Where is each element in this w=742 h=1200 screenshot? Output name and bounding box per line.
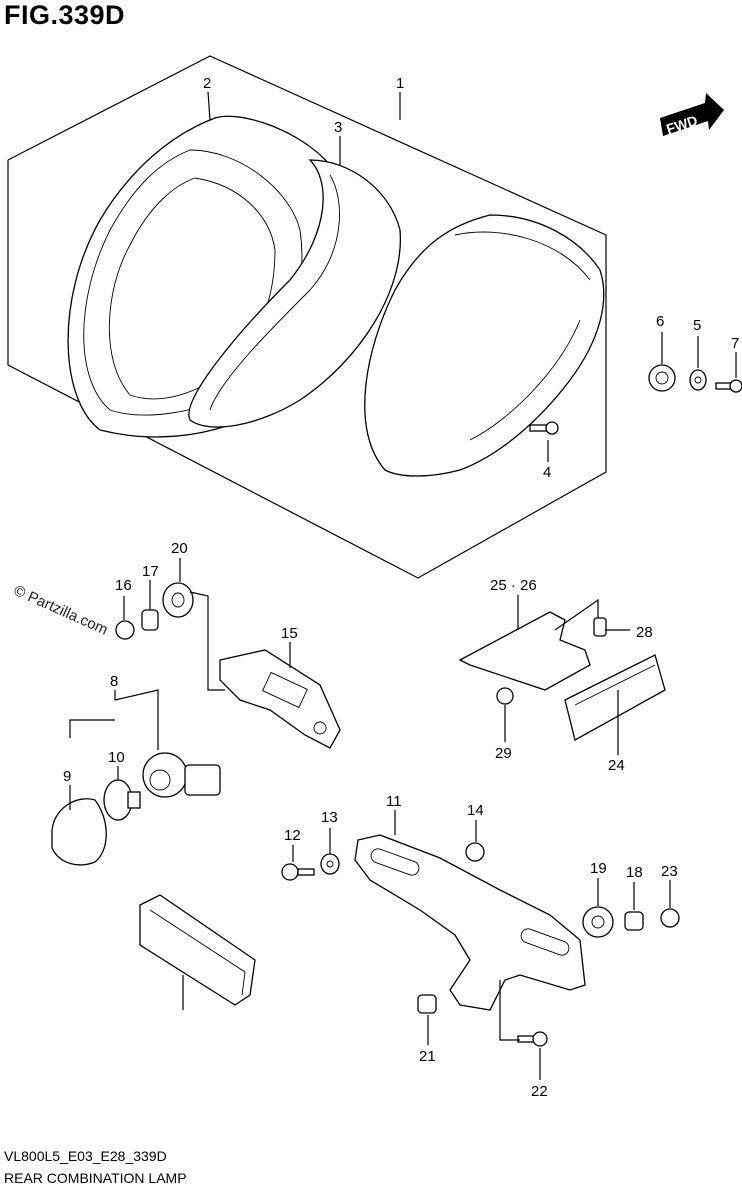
grommet-6-part	[648, 364, 676, 392]
callout-21: 21	[419, 1048, 436, 1065]
bolt-12-part	[281, 863, 315, 881]
callout-22: 22	[531, 1083, 548, 1100]
bracket-25-26-part	[458, 611, 591, 691]
callout-7: 7	[731, 335, 739, 352]
collar-17-part	[141, 609, 159, 631]
callout-17: 17	[142, 563, 159, 580]
callout-3: 3	[334, 119, 342, 136]
screw-7-part	[715, 379, 742, 393]
grommet-20-part	[162, 582, 194, 618]
callout-12: 12	[284, 827, 301, 844]
screw-27-part	[593, 617, 607, 637]
callout-4: 4	[543, 464, 551, 481]
reflector-29-part	[139, 894, 256, 1006]
socket-8-part	[142, 752, 221, 798]
callout-14: 14	[467, 802, 484, 819]
callout-9: 9	[63, 768, 71, 785]
lamp-housing-part	[364, 214, 605, 477]
washer-13-part	[320, 853, 340, 875]
nut-28-part	[496, 687, 514, 705]
assembly-outline	[7, 55, 607, 579]
fwd-arrow-icon: FWD	[660, 93, 724, 137]
bracket-11-part	[354, 834, 586, 1011]
leader-lines	[69, 91, 737, 1080]
callout-2: 2	[203, 75, 211, 92]
bracket-15-part	[219, 649, 341, 749]
grommet-19-part	[582, 906, 614, 938]
nut-21-part	[417, 994, 437, 1014]
callout-11: 11	[386, 793, 402, 810]
callout-numbers: 2 1 3 4 6 5 7 16 17 20 15 8 9 10 11 12 1…	[63, 75, 739, 1100]
callout-24: 24	[608, 757, 625, 774]
reflector-24-part	[564, 654, 666, 741]
callout-15: 15	[281, 625, 298, 642]
callout-25-26: 25 · 26	[490, 577, 537, 594]
callout-10: 10	[108, 749, 125, 766]
gasket-part	[188, 159, 401, 428]
callout-20: 20	[171, 540, 188, 557]
nut-16-part	[115, 620, 135, 640]
callout-27: 28	[636, 624, 653, 641]
callout-19: 19	[590, 860, 607, 877]
collar-18-part	[624, 911, 644, 931]
bulb-10-part	[103, 779, 141, 821]
screw-4-part	[529, 421, 559, 435]
bolt-22-part	[517, 1031, 548, 1047]
callout-23: 23	[661, 863, 678, 880]
callout-5: 5	[693, 317, 701, 334]
callout-1: 1	[396, 75, 404, 92]
callout-16: 16	[115, 577, 132, 594]
nut-23-part	[660, 908, 680, 928]
callout-13: 13	[321, 809, 338, 826]
lens-9-part	[51, 798, 107, 866]
figure-title: FIG.339D	[4, 0, 126, 30]
washer-5-part	[689, 369, 707, 391]
diagram-name: REAR COMBINATION LAMP	[4, 1170, 187, 1186]
diagram-code: VL800L5_E03_E28_339D	[4, 1148, 167, 1164]
callout-18: 18	[626, 864, 643, 881]
callout-28: 29	[495, 745, 512, 762]
callout-6: 6	[656, 313, 664, 330]
callout-8: 8	[110, 673, 118, 690]
nut-14-part	[465, 842, 485, 862]
